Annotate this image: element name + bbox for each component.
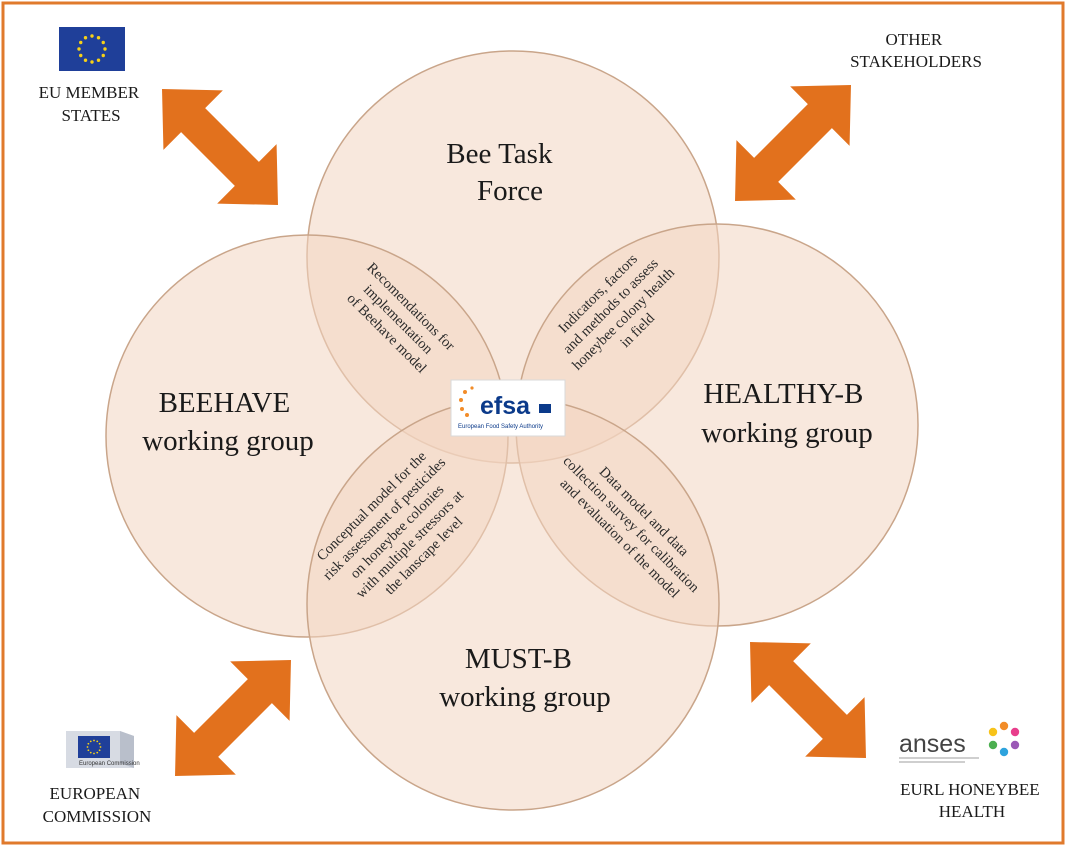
eu-star-icon xyxy=(83,58,88,62)
efsa-sun-icon xyxy=(459,386,474,417)
eu-flag-small-icon xyxy=(78,736,110,758)
eu-star-icon xyxy=(79,53,83,58)
efsa-subtitle: European Food Safety Authority xyxy=(458,424,543,430)
circle-must-b xyxy=(306,397,720,811)
european-commission-logo: European Commission xyxy=(66,731,140,768)
efsa-logo: efsa European Food Safety Authority xyxy=(450,379,566,437)
eu-star-icon xyxy=(101,53,105,58)
efsa-wordmark: efsa xyxy=(480,392,531,420)
eu-star-icon xyxy=(98,749,101,752)
anses-logo: anses xyxy=(899,721,1020,763)
eu-star-icon xyxy=(90,34,94,38)
eu-star-icon xyxy=(93,739,95,742)
eu-star-icon xyxy=(93,752,95,755)
title-beehave: BEEHAVE working group xyxy=(142,387,314,457)
eu-star-icon xyxy=(87,742,90,745)
eu-star-icon xyxy=(98,742,101,745)
title-bee-task-force: Bee Task Force xyxy=(446,138,559,207)
anses-wordmark: anses xyxy=(899,730,966,758)
eu-star-icon xyxy=(103,47,107,51)
eu-star-icon xyxy=(83,36,88,40)
stakeholder-eurl-honeybee-health: EURL HONEYBEE HEALTH xyxy=(900,780,1044,821)
stakeholder-other: OTHER STAKEHOLDERS xyxy=(850,30,982,71)
eu-star-icon xyxy=(96,751,99,754)
efsa-flag-icon xyxy=(539,404,551,413)
eu-star-icon xyxy=(96,58,101,62)
ec-caption: European Commission xyxy=(79,761,140,767)
stakeholder-eu-member-states: EU MEMBER STATES xyxy=(39,83,144,125)
eu-star-icon xyxy=(77,47,81,51)
eu-star-icon xyxy=(79,40,83,45)
eu-star-icon xyxy=(89,740,92,743)
eu-star-icon xyxy=(101,40,105,45)
eu-star-icon xyxy=(96,36,101,40)
eu-flag-icon xyxy=(59,27,125,71)
eu-star-icon xyxy=(89,751,92,754)
eu-star-icon xyxy=(99,746,102,748)
eu-star-icon xyxy=(90,60,94,64)
eu-star-icon xyxy=(96,740,99,743)
eu-star-icon xyxy=(86,746,89,748)
anses-ring-icon xyxy=(988,721,1020,757)
title-healthy-b: HEALTHY-B working group xyxy=(701,378,873,449)
title-must-b: MUST-B working group xyxy=(439,643,611,713)
venn-circles xyxy=(105,50,919,811)
eu-star-icon xyxy=(87,749,90,752)
stakeholder-european-commission: EUROPEAN COMMISSION xyxy=(43,784,152,826)
